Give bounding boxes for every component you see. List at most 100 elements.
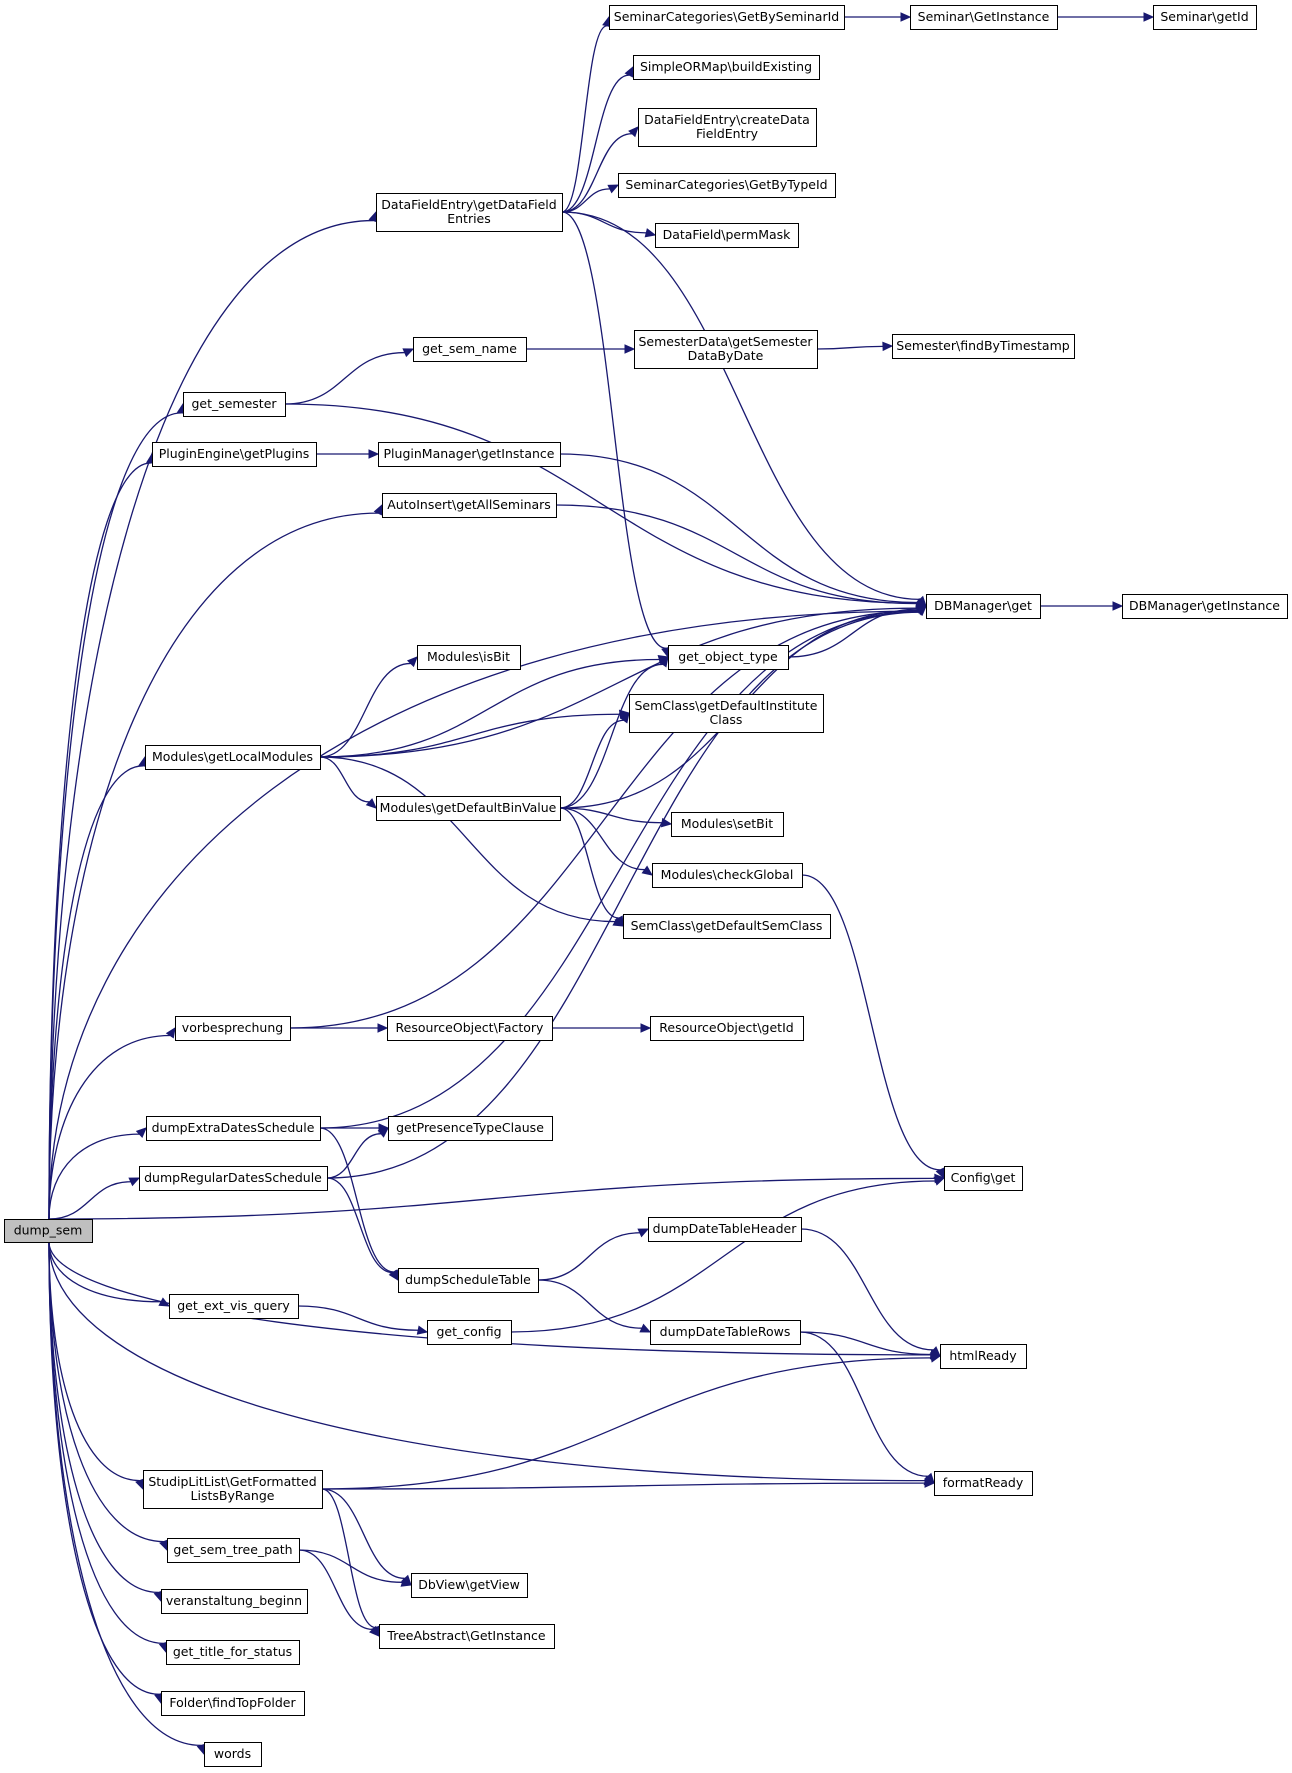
node-dump-date-table-header[interactable]: dumpDateTableHeader: [648, 1217, 802, 1242]
node-plugin-manager-get-instance[interactable]: PluginManager\getInstance: [378, 442, 561, 467]
node-get-sem-tree-path[interactable]: get_sem_tree_path: [167, 1538, 300, 1563]
node-sem-class-get-default-sem-class[interactable]: SemClass\getDefaultSemClass: [623, 914, 831, 939]
node-dump-extra-dates-schedule[interactable]: dumpExtraDatesSchedule: [146, 1116, 321, 1141]
node-dump-date-table-rows[interactable]: dumpDateTableRows: [650, 1320, 801, 1345]
node-get-sem-name[interactable]: get_sem_name: [413, 337, 527, 362]
edge-line: [48, 1241, 932, 1356]
edge-modules-get-local-modules-to-sem-class-get-default-sem-class: [319, 756, 625, 927]
arrowhead: [933, 1176, 946, 1186]
node-box: [623, 914, 831, 939]
arrowhead: [406, 656, 418, 668]
node-box: [183, 392, 286, 417]
node-label: DataFieldEntry\getDataField: [381, 197, 556, 212]
edge-modules-get-default-bin-value-to-sem-class-get-default-institute-class: [559, 712, 630, 809]
arrowhead: [637, 1228, 650, 1238]
edges-layer: [48, 12, 1155, 1756]
node-label: DBManager\get: [934, 598, 1032, 613]
edge-dump-regular-dates-schedule-to-dump-schedule-table: [326, 1177, 399, 1282]
node-get-title-for-status[interactable]: get_title_for_status: [166, 1640, 300, 1665]
node-box: [146, 1116, 321, 1141]
arrowhead: [165, 1026, 176, 1039]
edge-line: [326, 1177, 393, 1274]
node-dbmanager-get-instance[interactable]: DBManager\getInstance: [1122, 594, 1288, 619]
node-dump-schedule-table[interactable]: dumpScheduleTable: [398, 1268, 539, 1293]
node-box: [668, 645, 789, 670]
node-label: TreeAbstract\GetInstance: [386, 1628, 545, 1643]
node-modules-set-bit[interactable]: Modules\setBit: [671, 812, 784, 837]
edge-line: [48, 1034, 171, 1220]
edge-data-field-entry-get-data-field-entries-to-dbmanager-get: [561, 211, 927, 607]
node-box: [167, 1538, 300, 1563]
edge-line: [48, 1241, 164, 1543]
edge-line: [559, 453, 918, 604]
edge-modules-get-default-bin-value-to-sem-class-get-default-sem-class: [559, 807, 624, 928]
node-auto-insert-get-all-seminars[interactable]: AutoInsert\getAllSeminars: [382, 493, 557, 518]
node-label: formatReady: [943, 1475, 1024, 1490]
node-modules-get-default-bin-value[interactable]: Modules\getDefaultBinValue: [376, 796, 561, 821]
node-seminar-categories-get-by-seminar-id[interactable]: SeminarCategories\GetBySeminarId: [609, 5, 845, 30]
node-plugin-engine-get-plugins[interactable]: PluginEngine\getPlugins: [152, 442, 317, 467]
node-box: [934, 1471, 1033, 1496]
edge-line: [559, 719, 624, 809]
node-get-object-type[interactable]: get_object_type: [668, 645, 789, 670]
node-label: Entries: [447, 211, 491, 226]
node-label: Modules\getDefaultBinValue: [380, 800, 557, 815]
node-format-ready[interactable]: formatReady: [934, 1471, 1033, 1496]
node-seminar-get-id[interactable]: Seminar\getId: [1153, 5, 1257, 30]
node-config-get[interactable]: Config\get: [944, 1166, 1023, 1191]
node-resource-object-get-id[interactable]: ResourceObject\getId: [650, 1016, 804, 1041]
node-get-semester[interactable]: get_semester: [183, 392, 286, 417]
node-veranstaltung-beginn[interactable]: veranstaltung_beginn: [161, 1589, 308, 1614]
arrowhead: [377, 1023, 389, 1033]
edge-line: [48, 1181, 131, 1220]
node-label: get_title_for_status: [173, 1644, 292, 1659]
node-get-config[interactable]: get_config: [427, 1320, 512, 1345]
node-box: [944, 1166, 1023, 1191]
node-simple-ormap-build-existing[interactable]: SimpleORMap\buildExisting: [633, 55, 820, 80]
node-label: get_semester: [191, 396, 277, 411]
edge-get-sem-tree-path-to-tree-abstract-get-instance: [298, 1549, 380, 1637]
edge-seminar-get-instance-to-seminar-get-id: [1057, 12, 1155, 22]
node-dump-regular-dates-schedule[interactable]: dumpRegularDatesSchedule: [139, 1166, 328, 1191]
node-label: dumpDateTableHeader: [653, 1221, 798, 1236]
node-seminar-get-instance[interactable]: Seminar\GetInstance: [910, 5, 1058, 30]
edge-dump-sem-to-data-field-entry-get-data-field-entries: [48, 210, 378, 1220]
node-dump-sem[interactable]: dump_sem: [4, 1219, 93, 1243]
edge-line: [510, 1180, 936, 1333]
node-vorbesprechung[interactable]: vorbesprechung: [175, 1016, 291, 1041]
node-box: [382, 493, 557, 518]
node-modules-check-global[interactable]: Modules\checkGlobal: [652, 863, 803, 888]
node-get-presence-type-clause[interactable]: getPresenceTypeClause: [388, 1116, 553, 1141]
node-data-field-perm-mask[interactable]: DataField\permMask: [655, 223, 799, 248]
node-seminar-categories-get-by-type-id[interactable]: SeminarCategories\GetByTypeId: [618, 173, 836, 198]
node-label: AutoInsert\getAllSeminars: [387, 497, 551, 512]
node-label: StudipLitList\GetFormatted: [148, 1474, 316, 1489]
arrowhead: [624, 344, 636, 354]
node-html-ready[interactable]: htmlReady: [940, 1344, 1027, 1369]
edge-modules-get-default-bin-value-to-modules-check-global: [559, 807, 653, 876]
node-modules-get-local-modules[interactable]: Modules\getLocalModules: [145, 745, 321, 770]
node-get-ext-vis-query[interactable]: get_ext_vis_query: [169, 1294, 299, 1319]
node-resource-object-factory[interactable]: ResourceObject\Factory: [387, 1016, 553, 1041]
node-folder-find-top-folder[interactable]: Folder\findTopFolder: [161, 1691, 305, 1716]
edge-plugin-manager-get-instance-to-dbmanager-get: [559, 453, 928, 607]
node-label: Seminar\getId: [1160, 9, 1248, 24]
node-words[interactable]: words: [204, 1742, 262, 1767]
node-dbmanager-get[interactable]: DBManager\get: [926, 594, 1041, 619]
edge-dump-sem-to-vorbesprechung: [48, 1026, 176, 1220]
node-tree-abstract-get-instance[interactable]: TreeAbstract\GetInstance: [379, 1624, 555, 1649]
node-box: [650, 1320, 801, 1345]
node-box: [638, 108, 817, 147]
edge-line: [297, 1305, 419, 1331]
node-db-view-get-view[interactable]: DbView\getView: [411, 1573, 528, 1598]
node-modules-is-bit[interactable]: Modules\isBit: [417, 645, 521, 670]
node-semester-find-by-timestamp[interactable]: Semester\findByTimestamp: [892, 334, 1075, 359]
edge-line: [48, 1241, 202, 1747]
edge-line: [799, 1331, 932, 1356]
arrowhead: [924, 1478, 936, 1488]
